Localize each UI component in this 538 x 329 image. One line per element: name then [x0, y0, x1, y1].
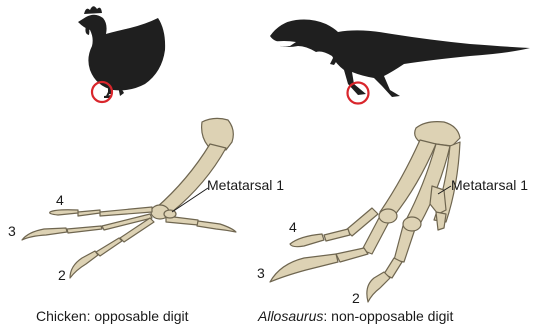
chicken-digit-4-label: 4: [56, 192, 64, 208]
allosaurus-foot-skeleton: [270, 122, 460, 302]
chicken-digit-2-label: 2: [58, 267, 66, 283]
allosaurus-caption-text: : non-opposable digit: [323, 308, 453, 324]
allosaurus-silhouette: [270, 20, 530, 98]
chicken-caption: Chicken: opposable digit: [36, 308, 189, 324]
allosaurus-digit-3-label: 3: [257, 265, 265, 281]
chicken-caption-name: Chicken: [36, 308, 87, 324]
chicken-digit-3-label: 3: [8, 223, 16, 239]
allosaurus-digit-4-label: 4: [289, 219, 297, 235]
allosaurus-digit-2-label: 2: [352, 290, 360, 306]
allosaurus-caption: Allosaurus: non-opposable digit: [258, 308, 453, 324]
chicken-caption-text: : opposable digit: [87, 308, 189, 324]
allosaurus-caption-name: Allosaurus: [258, 308, 323, 324]
allosaurus-metatarsal-label: Metatarsal 1: [451, 177, 528, 193]
chicken-metatarsal-label: Metatarsal 1: [207, 177, 284, 193]
chicken-silhouette: [78, 6, 165, 98]
chicken-foot-skeleton: [22, 118, 236, 278]
